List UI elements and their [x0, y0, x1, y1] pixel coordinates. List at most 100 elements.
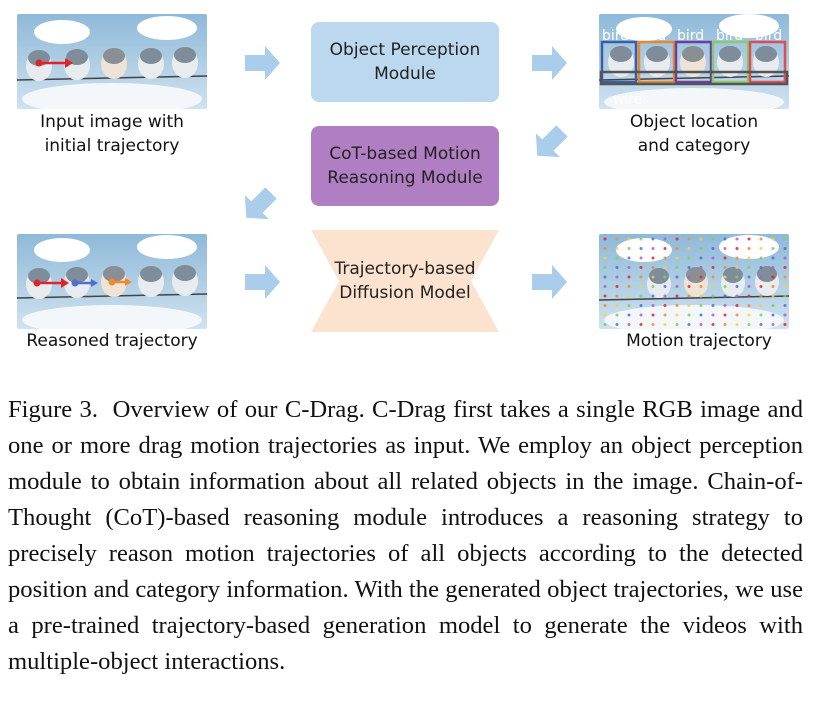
det-label-2: bird [639, 28, 666, 44]
trajectory-dot [639, 323, 643, 326]
trajectory-dot [771, 266, 775, 269]
trajectory-dot [675, 323, 679, 326]
cot-reasoning-module: CoT-based Motion Reasoning Module [311, 126, 499, 206]
trajectory-dot [627, 275, 631, 279]
figure-caption-text: Overview of our C-Drag. C-Drag first tak… [8, 396, 803, 675]
trajectory-dot [639, 256, 643, 260]
figure-label: Figure 3. [8, 396, 98, 423]
trajectory-dot [783, 323, 787, 326]
trajectory-dot [723, 285, 727, 288]
trajectory-dot [687, 275, 691, 279]
trajectory-dot [723, 256, 727, 260]
trajectory-dot [771, 294, 775, 298]
trajectory-dot [639, 313, 643, 317]
figure-caption: Figure 3. Overview of our C-Drag. C-Drag… [8, 392, 803, 680]
trajectory-dot [723, 294, 727, 298]
trajectory-dot [639, 275, 643, 279]
trajectory-dot [687, 294, 691, 298]
trajectory-dot [783, 237, 787, 241]
trajectory-dot [783, 294, 787, 298]
trajectory-dot [759, 275, 763, 279]
trajectory-dot [711, 323, 715, 326]
trajectory-dot [735, 323, 739, 326]
trajectory-dot [711, 275, 715, 279]
reasoned-image [17, 234, 207, 329]
trajectory-dot [639, 247, 643, 250]
trajectory-dot [627, 256, 631, 260]
trajectory-dot [663, 237, 667, 241]
det-label-4: bird [716, 28, 743, 44]
bbox-bird-3 [674, 40, 713, 84]
trajectory-dot [711, 237, 715, 241]
trajectory-dot [603, 304, 607, 307]
trajectory-dot [603, 256, 607, 260]
trajectory-dot [687, 285, 691, 288]
trajectory-dot [699, 323, 703, 326]
down-left-arrow-icon [531, 124, 569, 162]
trajectory-dot [639, 285, 643, 288]
trajectory-dot [699, 294, 703, 298]
bird-group [26, 47, 198, 81]
trajectory-dot [735, 275, 739, 279]
trajectory-dot [627, 294, 631, 298]
bbox-bird-4 [711, 40, 750, 84]
trajectory-dot [603, 275, 607, 279]
trajectory-dot [759, 323, 763, 326]
trajectory-dot [771, 304, 775, 307]
trajectory-dot [687, 266, 691, 269]
trajectory-dot [747, 294, 751, 298]
trajectory-dot [627, 313, 631, 317]
trajectory-dot [675, 313, 679, 317]
trajectory-dot [603, 285, 607, 288]
trajectory-dot [639, 294, 643, 298]
trajectory-dot [603, 313, 607, 317]
trajectory-dot [723, 237, 727, 241]
det-label-3: bird [677, 28, 704, 44]
det-label-wire: wire [613, 92, 642, 108]
trajectory-dot [639, 304, 643, 307]
trajectory-dot [759, 313, 763, 317]
trajectory-dot [747, 285, 751, 288]
det-label-1: bird [602, 28, 629, 44]
trajectory-dot [771, 285, 775, 288]
trajectory-dot [639, 237, 643, 241]
trajectory-dot [603, 294, 607, 298]
trajectory-dot [663, 275, 667, 279]
trajectory-dot [651, 275, 655, 279]
trajectory-dot [723, 266, 727, 269]
trajectory-dot [699, 275, 703, 279]
trajectory-dot [615, 256, 619, 260]
trajectory-dot [783, 266, 787, 269]
trajectory-dot [699, 285, 703, 288]
trajectory-dot [783, 285, 787, 288]
trajectory-dot [711, 285, 715, 288]
trajectory-dot [615, 275, 619, 279]
trajectory-dot [627, 266, 631, 269]
trajectory-dot [759, 256, 763, 260]
trajectory-dot [615, 285, 619, 288]
trajectory-dot [711, 313, 715, 317]
trajectory-dot [639, 266, 643, 269]
trajectory-dot [687, 323, 691, 326]
trajectory-dot [627, 285, 631, 288]
motion-caption: Motion trajectory [626, 331, 772, 351]
trajectory-dot [699, 256, 703, 260]
input-image [17, 14, 207, 109]
trajectory-dot-grid [603, 237, 787, 326]
trajectory-dot [663, 247, 667, 250]
trajectory-dot [675, 237, 679, 241]
trajectory-dot [735, 237, 739, 241]
trajectory-dot [699, 237, 703, 241]
down-left-arrow-icon [240, 186, 278, 224]
trajectory-dot [651, 237, 655, 241]
right-arrow-icon [243, 44, 281, 82]
trajectory-dot [663, 256, 667, 260]
det-label-5: bird [755, 28, 782, 44]
trajectory-dot [747, 275, 751, 279]
trajectory-dot [603, 266, 607, 269]
trajectory-dot [783, 256, 787, 260]
trajectory-dot [627, 323, 631, 326]
trajectory-dot [723, 275, 727, 279]
trajectory-dot [663, 313, 667, 317]
trajectory-dot [723, 313, 727, 317]
